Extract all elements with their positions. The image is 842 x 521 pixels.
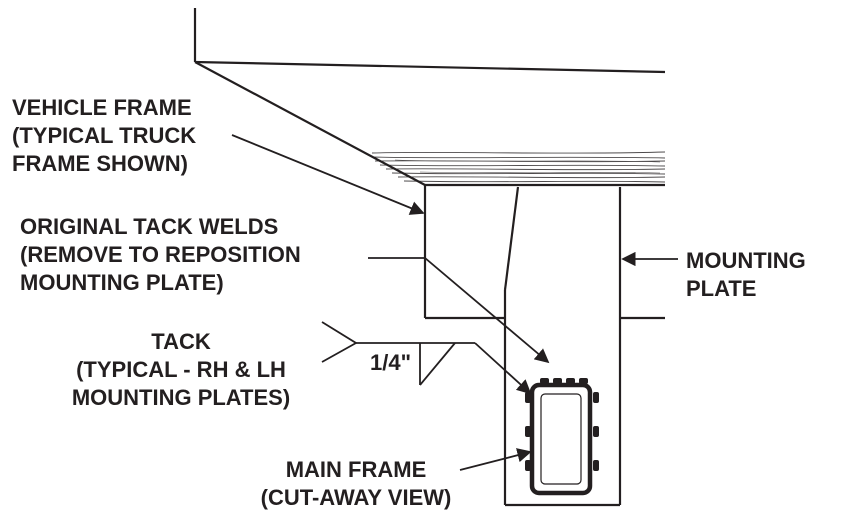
weld-size-label: 1/4" [370, 350, 412, 375]
main-frame-label-line: MAIN FRAME [285, 457, 427, 482]
mounting-plate-label-line: PLATE [686, 276, 757, 301]
wood-grain-texture [371, 151, 666, 183]
vehicle-frame-drawing [193, 8, 666, 320]
leader-arrows [231, 134, 678, 471]
tack-label: TACK (TYPICAL - RH & LH MOUNTING PLATES) [38, 328, 324, 412]
weld-symbol [321, 321, 532, 395]
main-frame-section [529, 382, 593, 496]
main-frame-label-line: (CUT-AWAY VIEW) [260, 485, 452, 510]
tack-welds-label: ORIGINAL TACK WELDS (REMOVE TO REPOSITIO… [20, 213, 301, 297]
vehicle-frame-label-line: VEHICLE FRAME [12, 95, 192, 120]
vehicle-frame-label: VEHICLE FRAME (TYPICAL TRUCK FRAME SHOWN… [12, 94, 196, 178]
tack-welds-leader [368, 257, 550, 364]
tack-welds-label-line: ORIGINAL TACK WELDS [20, 214, 279, 239]
tack-welds [525, 378, 599, 471]
vehicle-frame-label-line: FRAME SHOWN) [12, 151, 188, 176]
tack-label-line: TACK [151, 329, 211, 354]
tack-label-line: MOUNTING PLATES) [71, 385, 291, 410]
mounting-plate-drawing [503, 186, 622, 507]
main-frame-label: MAIN FRAME (CUT-AWAY VIEW) [246, 456, 466, 512]
main-frame-leader [459, 448, 532, 471]
mounting-plate-label-line: MOUNTING [686, 248, 806, 273]
tack-label-line: (TYPICAL - RH & LH [76, 357, 286, 382]
vehicle-frame-label-line: (TYPICAL TRUCK [12, 123, 197, 148]
tack-welds-label-line: MOUNTING PLATE) [20, 270, 224, 295]
mounting-plate-label: MOUNTING PLATE [686, 247, 806, 303]
vehicle-frame-leader [231, 134, 425, 215]
tack-welds-label-line: (REMOVE TO REPOSITION [20, 242, 301, 267]
